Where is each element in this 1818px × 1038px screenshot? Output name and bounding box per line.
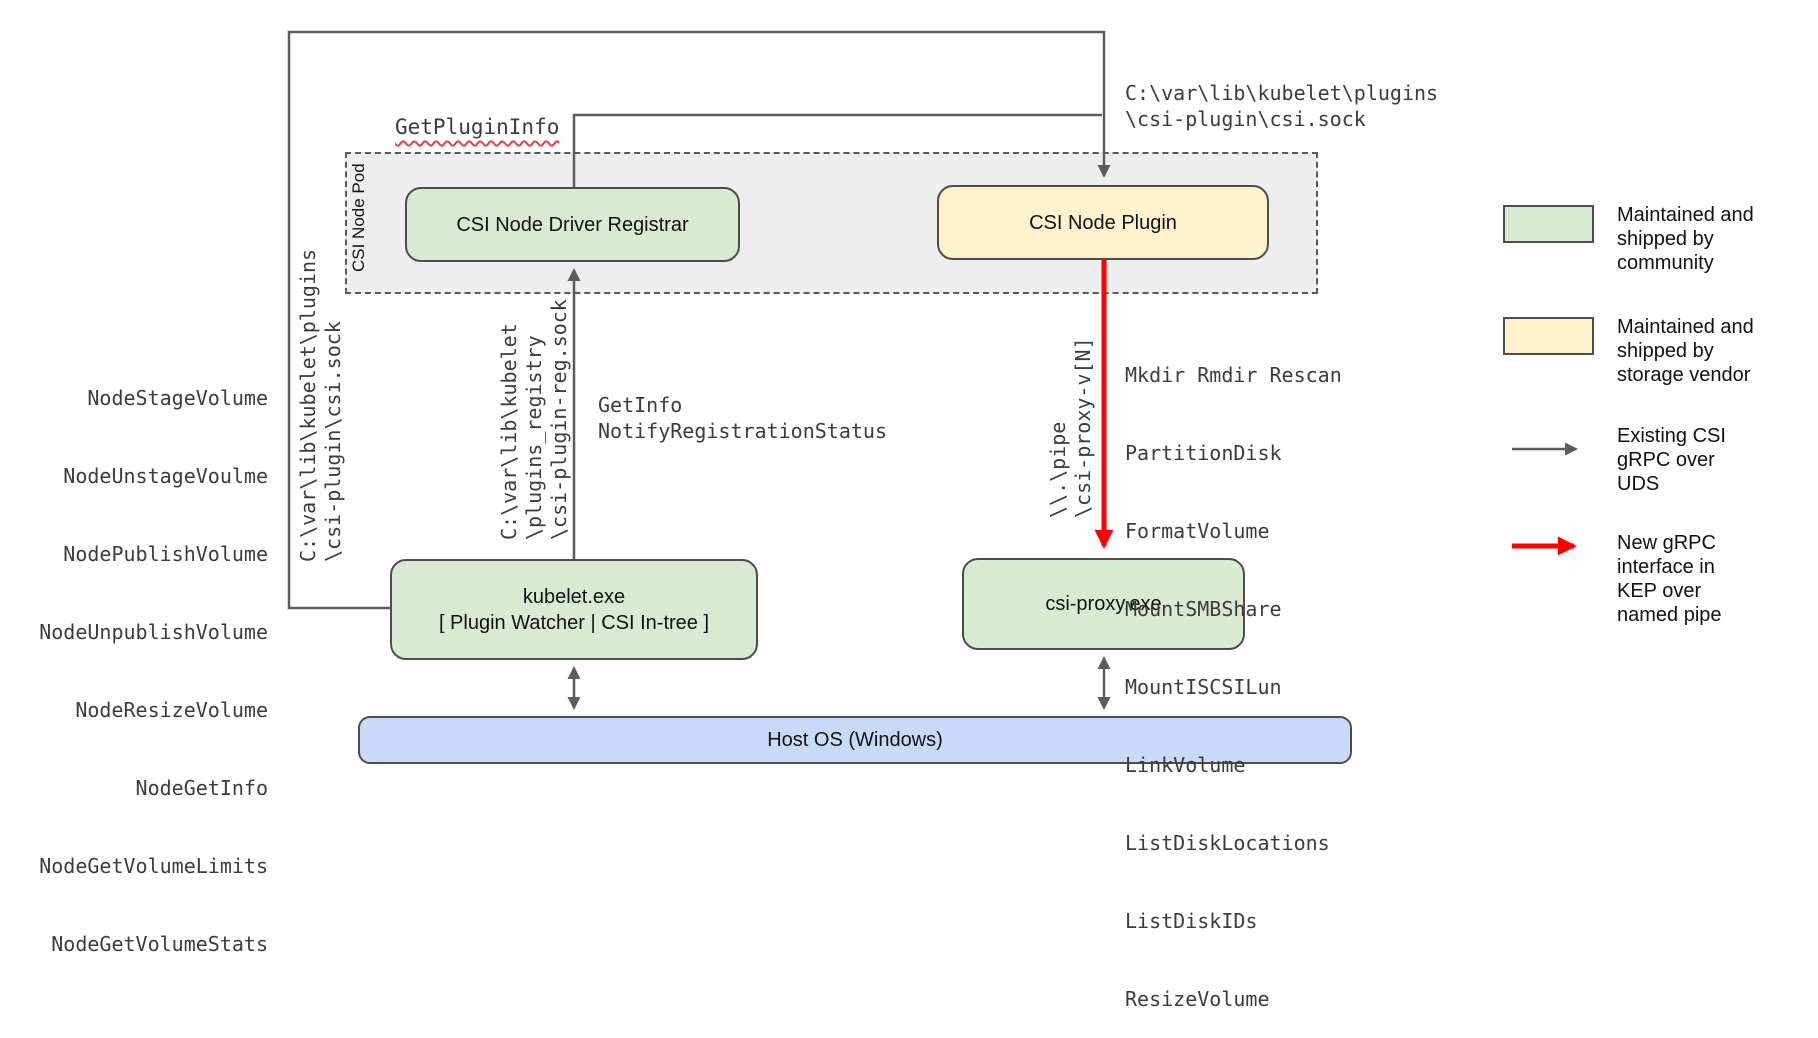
api-call: Mkdir Rmdir Rescan: [1125, 363, 1342, 387]
csi-proxy-api-list: Mkdir Rmdir Rescan PartitionDisk FormatV…: [1125, 310, 1342, 1038]
csi-node-plugin-label: CSI Node Plugin: [1029, 211, 1177, 234]
kubelet-to-plugin-uds-connector: [287, 30, 1111, 610]
registration-calls-label: GetInfo NotifyRegistrationStatus: [598, 393, 887, 443]
csi-node-plugin-box: CSI Node Plugin: [937, 185, 1269, 260]
api-call: NodeResizeVolume: [75, 698, 268, 722]
node-api-list: NodeStageVolume NodeUnstageVoulme NodePu…: [27, 333, 268, 983]
kubelet-label-line2: [ Plugin Watcher | CSI In-tree ]: [438, 611, 710, 634]
api-call: NodeUnpublishVolume: [39, 620, 268, 644]
named-pipe-path-label: \\.\pipe \csi-proxy-v[N]: [1046, 337, 1095, 518]
api-call: ListDiskLocations: [1125, 831, 1330, 855]
legend-vendor-swatch: [1503, 317, 1594, 355]
api-call: ResizeVolume: [1125, 987, 1270, 1011]
host-os-label: Host OS (Windows): [767, 729, 943, 751]
get-plugin-info-label: GetPluginInfo: [395, 114, 559, 140]
legend-community-text: Maintained and shipped by community: [1617, 204, 1754, 274]
legend-community-swatch: [1503, 205, 1594, 243]
api-call: ListDiskIDs: [1125, 909, 1258, 933]
legend-vendor-text: Maintained and shipped by storage vendor: [1617, 316, 1754, 386]
csi-node-pod-label: CSI Node Pod: [349, 163, 368, 272]
connector-lines-layer: [287, 30, 1578, 710]
registrar-getplugininfo-connector: [572, 113, 1102, 187]
api-call: NodeGetVolumeLimits: [39, 854, 268, 878]
csi-sock-path-vertical-label: C:\var\lib\kubelet\plugins \csi-plugin\c…: [296, 248, 345, 562]
api-call: MountSMBShare: [1125, 597, 1282, 621]
kubelet-box: kubelet.exe [ Plugin Watcher | CSI In-tr…: [390, 559, 758, 660]
csi-sock-path-top-label: C:\var\lib\kubelet\plugins \csi-plugin\c…: [1125, 81, 1439, 131]
api-call: NodePublishVolume: [63, 542, 268, 566]
host-os-box: Host OS (Windows): [358, 716, 1352, 764]
api-call: MountISCSILun: [1125, 675, 1282, 699]
kubelet-label-line1: kubelet.exe: [522, 585, 626, 608]
legend-uds-text: Existing CSI gRPC over UDS: [1617, 425, 1726, 495]
api-call: NodeUnstageVoulme: [63, 464, 268, 488]
get-plugin-info-text: GetPluginInfo: [395, 115, 560, 139]
api-call: NodeGetVolumeStats: [51, 932, 268, 956]
api-call: PartitionDisk: [1125, 441, 1282, 465]
api-call: LinkVolume: [1125, 753, 1246, 777]
legend-namedpipe-text: New gRPC interface in KEP over named pip…: [1617, 532, 1722, 626]
csi-node-driver-registrar-label: CSI Node Driver Registrar: [456, 213, 689, 236]
csi-proxy-label: csi-proxy.exe: [1045, 593, 1162, 615]
csi-windows-architecture-diagram: { "title": "CSI on Windows architecture …: [39, 30, 1754, 1011]
api-call: NodeGetInfo: [135, 776, 268, 800]
api-call: NodeStageVolume: [87, 386, 268, 410]
registry-sock-path-label: C:\var\lib\kubelet \plugins_registry \cs…: [497, 299, 571, 540]
csi-proxy-box: csi-proxy.exe: [962, 558, 1245, 650]
csi-node-driver-registrar-box: CSI Node Driver Registrar: [405, 187, 740, 262]
api-call: FormatVolume: [1125, 519, 1270, 543]
